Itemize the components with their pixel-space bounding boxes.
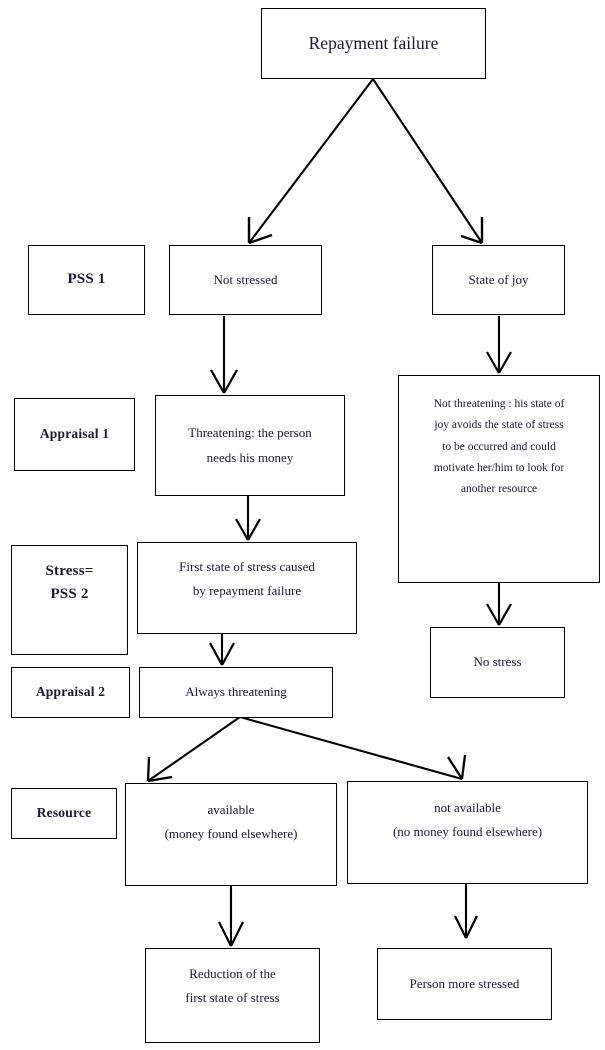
label-pss-1-text: PSS 1 (67, 271, 106, 288)
edge-first-state-to-always-threatening (209, 634, 235, 666)
node-not-stressed-label: Not stressed (213, 271, 278, 287)
node-state-of-joy[interactable]: State of joy (432, 245, 565, 315)
node-first-state-of-stress-line-2: by repayment failure (192, 583, 302, 599)
edge-root-to-state-of-joy (372, 78, 484, 245)
label-appraisal-2: Appraisal 2 (11, 667, 130, 718)
node-repayment-failure[interactable]: Repayment failure (261, 8, 486, 79)
edge-not-available-to-more-stressed (454, 884, 478, 939)
node-threatening-line-1: Threatening: the person (188, 425, 312, 441)
node-not-threatening-line-1: Not threatening : his state of (433, 398, 565, 410)
node-reduction-of-stress-line-2: first state of stress (185, 990, 280, 1006)
node-not-threatening-line-2: joy avoids the state of stress (434, 419, 564, 432)
node-reduction-of-stress-line-1: Reduction of the (189, 966, 276, 981)
node-no-stress-label: No stress (473, 654, 522, 670)
node-always-threatening-label: Always threatening (185, 684, 287, 700)
label-resource-text: Resource (36, 805, 92, 821)
node-not-stressed[interactable]: Not stressed (169, 245, 322, 315)
label-stress-pss-2-line-1: Stress= (45, 563, 94, 579)
edge-always-threatening-to-not-available (239, 715, 467, 781)
label-appraisal-1: Appraisal 1 (14, 398, 135, 471)
edge-threatening-to-first-state (235, 496, 261, 541)
node-resource-available-line-2: (money found elsewhere) (164, 826, 298, 842)
node-threatening-line-2: needs his money (206, 449, 294, 465)
node-always-threatening[interactable]: Always threatening (139, 667, 333, 718)
node-repayment-failure-label: Repayment failure (308, 33, 439, 54)
node-person-more-stressed-label: Person more stressed (409, 975, 520, 991)
node-person-more-stressed[interactable]: Person more stressed (377, 948, 552, 1020)
node-not-threatening-line-3: to be occurred and could (442, 440, 556, 453)
node-first-state-of-stress[interactable]: First state of stress caused by repaymen… (137, 542, 357, 634)
node-resource-available[interactable]: available (money found elsewhere) (125, 783, 337, 886)
label-appraisal-1-text: Appraisal 1 (39, 426, 110, 442)
edge-always-threatening-to-available (146, 716, 241, 783)
node-resource-not-available-line-1: not available (434, 800, 501, 815)
node-not-threatening[interactable]: Not threatening : his state of joy avoid… (398, 375, 600, 583)
label-stress-pss-2: Stress= PSS 2 (11, 545, 128, 655)
label-stress-pss-2-line-2: PSS 2 (50, 586, 89, 603)
label-pss-1: PSS 1 (28, 245, 145, 315)
node-not-threatening-line-4: motivate her/him to look for (433, 461, 565, 474)
edge-not-stressed-to-threatening (210, 316, 238, 394)
node-resource-not-available-line-2: (no money found elsewhere) (392, 824, 543, 840)
node-threatening[interactable]: Threatening: the person needs his money (155, 395, 345, 496)
node-not-threatening-line-5: another resource (460, 483, 538, 496)
label-appraisal-2-text: Appraisal 2 (35, 684, 106, 700)
edge-available-to-reduction (218, 886, 244, 947)
node-resource-not-available[interactable]: not available (no money found elsewhere) (347, 781, 588, 884)
edge-state-of-joy-to-not-threatening (486, 316, 512, 374)
label-resource: Resource (11, 788, 117, 839)
node-first-state-of-stress-line-1: First state of stress caused (179, 559, 315, 574)
node-state-of-joy-label: State of joy (468, 271, 529, 287)
node-reduction-of-stress[interactable]: Reduction of the first state of stress (145, 948, 320, 1043)
node-resource-available-line-1: available (207, 802, 255, 817)
node-no-stress[interactable]: No stress (430, 627, 565, 698)
edge-root-to-not-stressed (247, 78, 374, 245)
edge-not-threatening-to-no-stress (486, 583, 512, 626)
